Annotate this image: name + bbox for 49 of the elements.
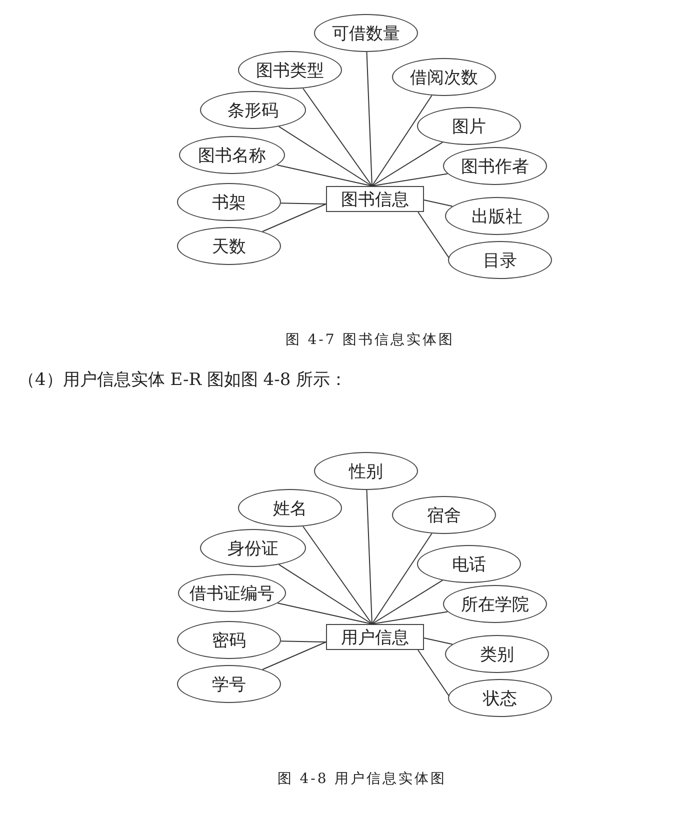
figure-caption: 图 4-8 用户信息实体图 [277,770,447,788]
connector-line [372,580,444,624]
connector-line [424,638,453,645]
attribute-ellipse: 图书作者 [443,147,547,185]
attribute-ellipse: 出版社 [445,197,549,235]
attribute-ellipse: 条形码 [200,91,306,129]
connector-line [280,202,326,204]
connector-line [418,212,450,258]
connector-line [424,200,453,207]
attribute-ellipse: 密码 [177,621,281,659]
attribute-ellipse: 书架 [177,183,281,221]
connector-line [302,526,372,624]
attribute-ellipse: 图片 [417,107,521,145]
connector-line [372,94,432,186]
connector-line [372,532,432,624]
attribute-ellipse: 宿舍 [392,496,496,534]
attribute-ellipse: 可借数量 [314,14,418,52]
connector-line [278,564,372,624]
connector-line [372,173,448,186]
connector-line [366,490,372,624]
connector-line [366,52,372,186]
attribute-ellipse: 身份证 [200,529,306,567]
connector-line [372,611,448,624]
entity-box: 用户信息 [326,624,424,650]
connector-line [372,142,444,186]
connector-line [262,204,326,232]
attribute-ellipse: 电话 [417,545,521,583]
attribute-ellipse: 姓名 [238,489,342,527]
attribute-ellipse: 状态 [448,679,552,717]
connector-line [262,642,326,670]
attribute-ellipse: 学号 [177,665,281,703]
connector-line [280,640,326,642]
connector-line [418,650,450,696]
connector-line [276,164,372,186]
connector-line [302,88,372,186]
attribute-ellipse: 性别 [314,452,418,490]
figure-caption: 图 4-7 图书信息实体图 [285,331,455,350]
attribute-ellipse: 图书类型 [238,51,342,89]
attribute-ellipse: 借阅次数 [392,58,496,96]
connector-line [277,602,372,624]
attribute-ellipse: 类别 [445,635,549,673]
connector-line [278,126,372,186]
attribute-ellipse: 图书名称 [179,136,285,174]
body-text: （4）用户信息实体 E-R 图如图 4-8 所示： [18,369,348,392]
attribute-ellipse: 借书证编号 [178,574,286,612]
attribute-ellipse: 天数 [177,227,281,265]
attribute-ellipse: 目录 [448,241,552,279]
attribute-ellipse: 所在学院 [443,585,547,623]
entity-box: 图书信息 [326,186,424,212]
